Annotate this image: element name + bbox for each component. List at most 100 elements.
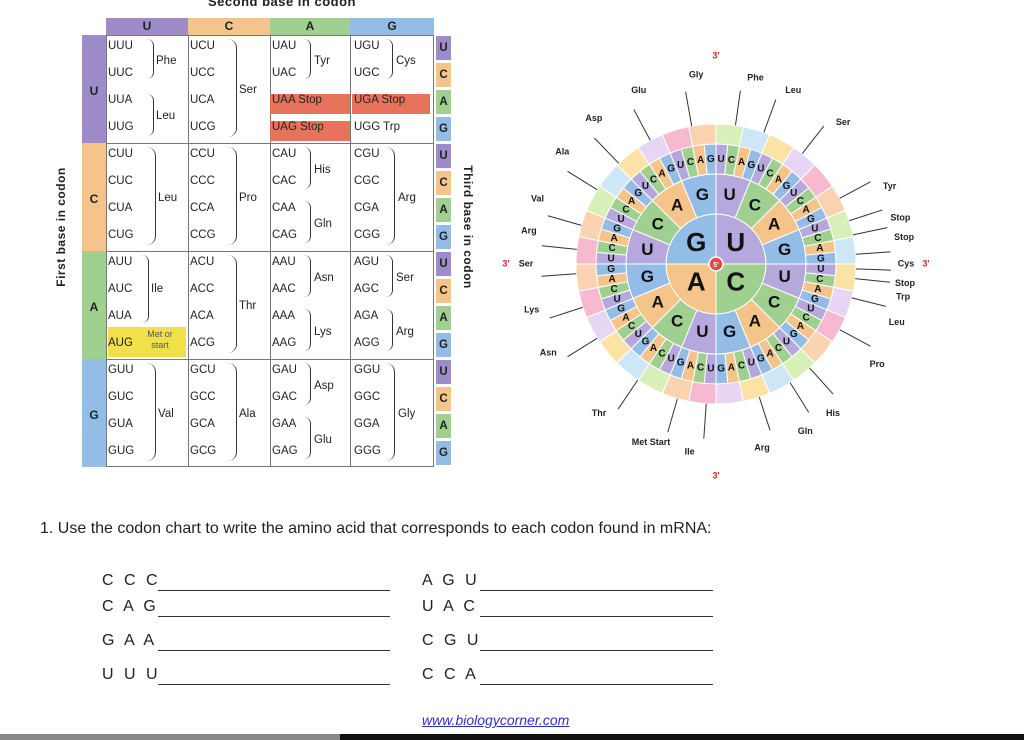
- credit-link[interactable]: www.biologycorner.com: [422, 712, 570, 728]
- third-base-letter: C: [436, 279, 451, 303]
- third-base-letter: A: [797, 321, 804, 332]
- second-base-letter: G: [696, 185, 709, 204]
- second-base-letter: C: [768, 292, 780, 311]
- wheel-tick: [567, 170, 598, 191]
- wheel-segment: [688, 381, 717, 405]
- codon-cell: CCU: [190, 148, 215, 160]
- third-base-letter: G: [436, 333, 451, 357]
- first-base-c: C: [89, 192, 99, 206]
- third-base-letter: C: [628, 321, 635, 332]
- second-base-g: G: [387, 19, 397, 33]
- third-base-letter: U: [436, 252, 451, 276]
- codon-cgu: C G U: [422, 632, 482, 649]
- wheel-segment: [833, 263, 857, 292]
- amino-label: Thr: [592, 408, 607, 418]
- codon-cell: AUC: [108, 283, 133, 295]
- codon-cell: ACA: [190, 310, 214, 322]
- third-base-letter: G: [811, 294, 819, 305]
- codon-uuu: U U U: [102, 666, 161, 683]
- third-base-letter: G: [677, 358, 685, 369]
- third-base-letter: A: [814, 284, 821, 295]
- third-base-letter: U: [436, 36, 451, 60]
- wheel-tick: [541, 245, 577, 250]
- codon-table: Second base in codon U C A G U C A G Fir…: [54, 0, 475, 470]
- codon-cell: CCC: [190, 175, 215, 187]
- codon-cell: UUG: [108, 121, 134, 133]
- codon-cell: CCG: [190, 229, 216, 241]
- wheel-tick: [685, 91, 693, 127]
- second-base-letter: C: [671, 312, 683, 331]
- codon-cell: CGU: [354, 148, 380, 160]
- codon-cell: UUU: [108, 40, 133, 52]
- third-base-letter: U: [677, 160, 684, 171]
- header-c: [188, 18, 270, 35]
- aa-gln: Gln: [314, 218, 332, 230]
- third-base-letter: A: [628, 196, 635, 207]
- wheel-tick: [667, 398, 678, 433]
- answer-line-cag[interactable]: [158, 616, 390, 617]
- wheel-tick: [839, 181, 871, 199]
- third-base-letter: C: [697, 363, 704, 374]
- codon-cell: AGC: [354, 283, 379, 295]
- codon-cell: CGG: [354, 229, 381, 241]
- answer-line-ccc[interactable]: [158, 590, 390, 591]
- wheel-tick: [617, 379, 639, 410]
- first-g-col: [82, 359, 106, 467]
- answer-line-uuu[interactable]: [158, 684, 390, 685]
- header-u: [106, 18, 188, 35]
- second-base-letter: C: [652, 215, 664, 234]
- third-base-letter: A: [728, 363, 735, 374]
- first-base-letter: C: [726, 267, 745, 297]
- answer-line-cgu[interactable]: [480, 650, 713, 651]
- third-base-letter: C: [816, 274, 823, 285]
- aa-arg: Arg: [398, 192, 416, 204]
- codon-cell: CUA: [108, 202, 133, 214]
- answer-line-uac[interactable]: [480, 616, 713, 617]
- third-base-letter: A: [436, 90, 451, 114]
- wheel-tick: [789, 382, 810, 413]
- codon-ccc: C C C: [102, 572, 161, 589]
- wheel-segment: [575, 236, 599, 265]
- grid-line: [188, 35, 189, 467]
- codon-cell: GCU: [190, 364, 216, 376]
- codon-agu: A G U: [422, 572, 480, 589]
- codon-cell: CCA: [190, 202, 215, 214]
- codon-cell: UUC: [108, 67, 133, 79]
- amino-label: Pro: [870, 359, 886, 369]
- aa-ala: Ala: [239, 408, 256, 420]
- amino-label: Stop: [894, 232, 914, 242]
- answer-line-cca[interactable]: [480, 684, 713, 685]
- wheel-tick: [734, 90, 741, 126]
- codon-cag: C A G: [102, 598, 159, 615]
- aa-pro: Pro: [239, 192, 257, 204]
- codon-cell: UUA: [108, 94, 133, 106]
- third-base-letter: C: [609, 243, 616, 254]
- codon-cell: AAA: [272, 310, 296, 322]
- codon-gaa: G A A: [102, 632, 158, 649]
- aa-his: His: [314, 164, 331, 176]
- second-base-letter: U: [641, 240, 653, 259]
- aa-gly: Gly: [398, 408, 416, 420]
- first-a-col: [82, 251, 106, 359]
- header-a: [270, 18, 350, 35]
- amino-label: Ser: [519, 258, 534, 268]
- third-base-title: Third base in codon: [461, 165, 475, 289]
- codon-cca: C C A: [422, 666, 479, 683]
- wheel-tick: [855, 268, 891, 271]
- answer-line-agu[interactable]: [480, 590, 713, 591]
- answer-line-gaa[interactable]: [158, 650, 390, 651]
- second-base-letter: A: [749, 312, 761, 331]
- wheel-segment: [715, 381, 744, 405]
- codon-cell: GCA: [190, 418, 215, 430]
- codon-cell: GAC: [272, 391, 297, 403]
- wheel-segment: [833, 236, 857, 265]
- first-base-title: First base in codon: [54, 167, 68, 287]
- third-base-letter: A: [697, 155, 704, 166]
- second-base-letter: G: [723, 322, 736, 341]
- third-base-letter: G: [707, 154, 715, 165]
- second-base-a: A: [305, 19, 315, 33]
- wheel-tick: [633, 109, 651, 141]
- third-base-letter: U: [757, 164, 764, 175]
- third-base-letter: G: [783, 181, 791, 192]
- aa-leu: Leu: [158, 192, 178, 204]
